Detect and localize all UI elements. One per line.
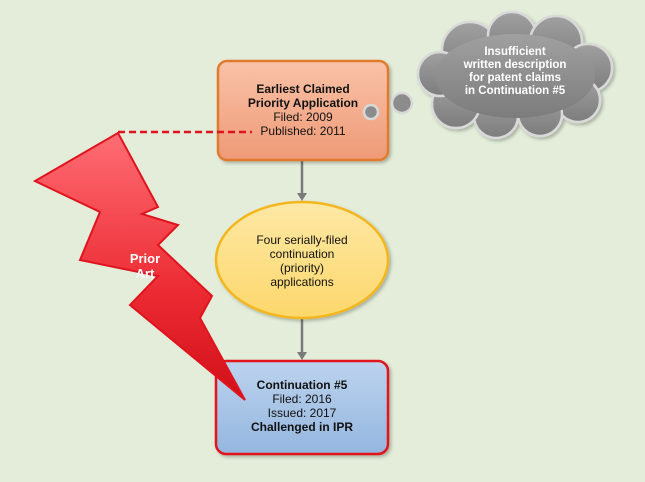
thought-cloud (416, 10, 614, 140)
continuations-line2: continuation (269, 247, 335, 261)
continuation5-box (214, 359, 390, 456)
prior-art-lightning-bolt (32, 131, 246, 401)
priority-application-label: Earliest Claimed Priority Application Fi… (218, 82, 388, 138)
continuations-ellipse (214, 200, 390, 320)
continuations-label: Four serially-filed continuation (priori… (216, 233, 388, 289)
continuation5-status: Challenged in IPR (250, 420, 353, 434)
cloud-line3: for patent claims (468, 72, 562, 84)
cloud-line2: written description (463, 59, 567, 71)
priority-title-line1: Earliest Claimed (256, 82, 350, 96)
thought-bubble-large (390, 91, 414, 115)
prior-art-line2: Art (135, 266, 155, 281)
cloud-line1: Insufficient (484, 46, 546, 58)
continuation5-label: Continuation #5 Filed: 2016 Issued: 2017… (216, 378, 388, 434)
prior-art-line1: Prior (129, 251, 161, 266)
connector-continuations-to-continuation5 (297, 319, 307, 360)
thought-cloud-label: Insufficient written description for pat… (440, 46, 590, 98)
continuation5-filed: Filed: 2016 (272, 392, 332, 406)
continuations-line4: applications (270, 275, 334, 289)
thought-bubble-small (362, 103, 380, 121)
continuations-line3: (priority) (280, 261, 324, 275)
continuations-line1: Four serially-filed (256, 233, 348, 247)
connector-priority-to-continuations (297, 161, 307, 201)
cloud-line4: in Continuation #5 (464, 85, 566, 97)
continuation5-title: Continuation #5 (256, 378, 348, 392)
priority-filed: Filed: 2009 (273, 110, 333, 124)
priority-title-line2: Priority Application (247, 96, 359, 110)
prior-art-label: Prior Art (115, 251, 175, 281)
priority-application-box (216, 59, 390, 162)
priority-published: Published: 2011 (260, 124, 346, 138)
continuation5-issued: Issued: 2017 (267, 406, 337, 420)
